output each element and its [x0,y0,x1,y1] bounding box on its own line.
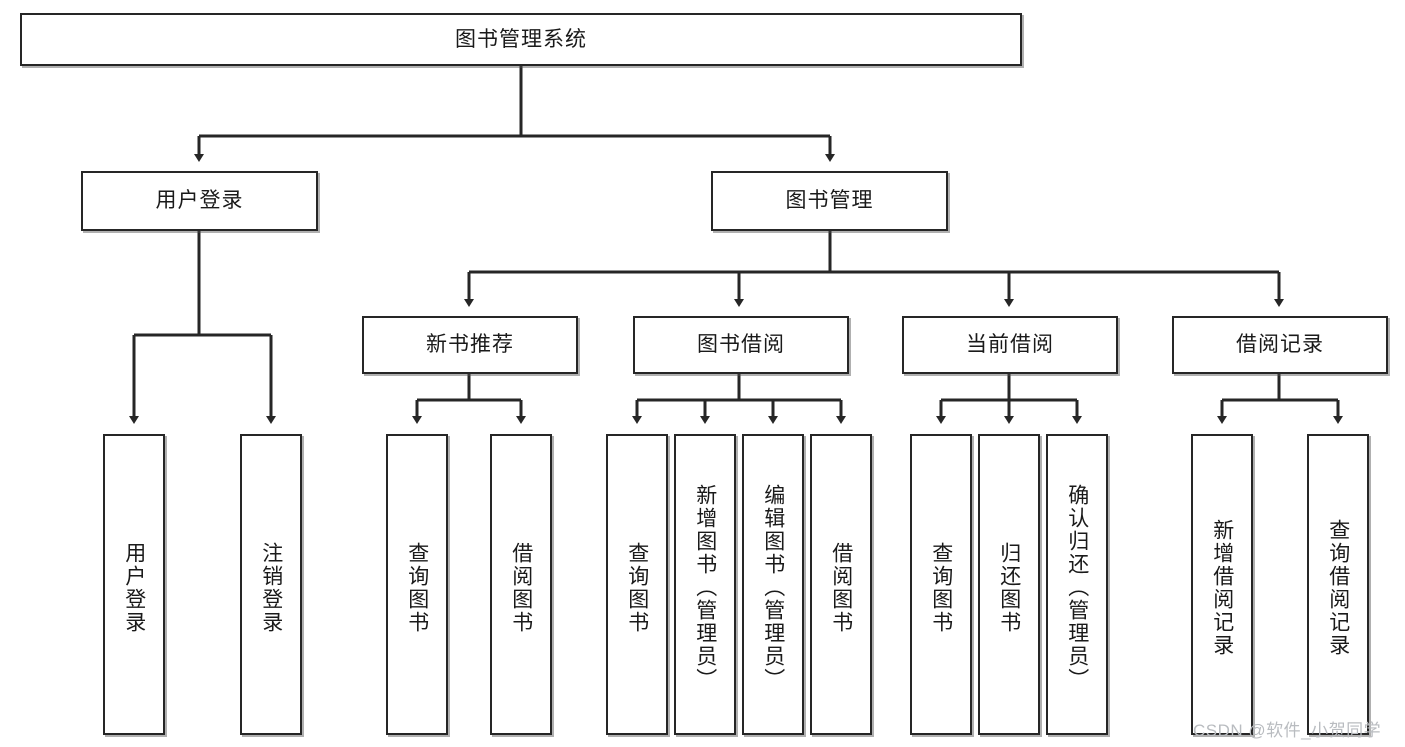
node-label: 查询图书 [929,541,953,634]
node-borrowing-records[interactable]: 借阅记录 [1172,316,1388,374]
node-label: 用户登录 [155,189,244,213]
leaf-borrow-book-1[interactable]: 借阅图书 [490,434,552,735]
leaf-edit-book-admin[interactable]: 编辑图书（管理员） [742,434,804,735]
leaf-add-book-admin[interactable]: 新增图书（管理员） [674,434,736,735]
edge-root-to-level2 [194,66,835,162]
node-root-book-management-system[interactable]: 图书管理系统 [20,13,1022,66]
node-label: 借阅图书 [829,541,853,634]
edge-currentborrow-to-leaves [936,374,1082,424]
edge-bookmanage-to-level3 [464,231,1284,307]
node-label: 新增借阅记录 [1210,518,1234,657]
leaf-return-book[interactable]: 归还图书 [978,434,1040,735]
leaf-user-login[interactable]: 用户登录 [103,434,165,735]
node-current-borrowing[interactable]: 当前借阅 [902,316,1118,374]
leaf-add-borrowing-record[interactable]: 新增借阅记录 [1191,434,1253,735]
node-label: 编辑图书（管理员） [761,484,785,691]
node-label: 用户登录 [122,541,146,634]
node-label: 图书管理系统 [455,27,587,51]
edge-newbook-to-leaves [412,374,526,424]
node-label: 借阅图书 [509,541,533,634]
node-label: 注销登录 [259,541,283,634]
edge-borrowrecord-to-leaves [1217,374,1343,424]
node-label: 当前借阅 [966,333,1054,357]
leaf-query-book-2[interactable]: 查询图书 [606,434,668,735]
node-book-management[interactable]: 图书管理 [711,171,948,231]
node-label: 图书管理 [785,189,874,213]
leaf-confirm-return-admin[interactable]: 确认归还（管理员） [1046,434,1108,735]
node-book-borrowing[interactable]: 图书借阅 [633,316,849,374]
node-label: 查询图书 [405,541,429,634]
node-label: 查询借阅记录 [1326,518,1350,657]
node-label: 借阅记录 [1236,333,1324,357]
node-label: 图书借阅 [697,333,785,357]
leaf-query-book-1[interactable]: 查询图书 [386,434,448,735]
edge-bookborrow-to-leaves [632,374,846,424]
node-new-book-recommendation[interactable]: 新书推荐 [362,316,578,374]
node-label: 新增图书（管理员） [693,484,717,691]
leaf-borrow-book-2[interactable]: 借阅图书 [810,434,872,735]
leaf-query-book-3[interactable]: 查询图书 [910,434,972,735]
node-label: 新书推荐 [426,333,514,357]
node-user-login[interactable]: 用户登录 [81,171,318,231]
node-label: 确认归还（管理员） [1065,484,1089,691]
node-label: 查询图书 [625,541,649,634]
leaf-query-borrowing-record[interactable]: 查询借阅记录 [1307,434,1369,735]
leaf-logout[interactable]: 注销登录 [240,434,302,735]
node-label: 归还图书 [997,541,1021,634]
edge-userlogin-to-leaves [129,231,276,424]
